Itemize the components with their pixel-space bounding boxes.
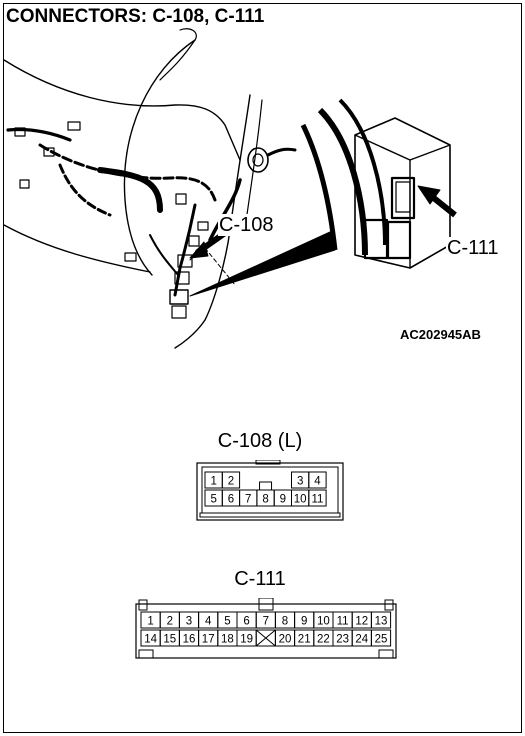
pin-number: 5 — [210, 494, 216, 506]
harness-left — [6, 127, 72, 142]
pin-number: 12 — [355, 616, 368, 628]
pin-number: 14 — [144, 634, 157, 646]
callout-c108: C-108 — [218, 214, 275, 236]
pin-number: 7 — [263, 616, 269, 628]
c108-connector-title: C-108 (L) — [217, 430, 303, 452]
pin-number: 9 — [301, 616, 307, 628]
pin-number: 18 — [221, 634, 234, 646]
pin-number: 4 — [205, 616, 212, 628]
pin-number: 7 — [245, 494, 251, 506]
pin-number: 13 — [375, 616, 388, 628]
diagram-frame — [3, 3, 522, 733]
c108-latch — [259, 481, 273, 491]
pin-number: 17 — [202, 634, 215, 646]
pin-number: 6 — [243, 616, 249, 628]
pin-number: 3 — [297, 476, 303, 488]
grommet — [247, 147, 269, 173]
c108-pin-4 — [308, 471, 327, 489]
pin-number: 8 — [262, 494, 268, 506]
harness-down — [173, 203, 197, 297]
c108-pin-11 — [308, 489, 327, 507]
pin-number: 6 — [228, 494, 234, 506]
main-harness — [38, 143, 217, 202]
callout-c111: C-111 — [446, 237, 500, 259]
pin-number: 11 — [311, 494, 323, 506]
page-title: CONNECTORS: C-108, C-111 — [6, 6, 265, 27]
pin-number: 10 — [294, 494, 307, 506]
pin-number: 25 — [375, 634, 388, 646]
pillar-line — [174, 94, 251, 349]
blank-cavity-cross — [255, 629, 276, 647]
pin-number: 9 — [280, 494, 286, 506]
harness-branch — [58, 163, 112, 217]
c111-connector-title: C-111 — [234, 568, 286, 590]
pin-number: 11 — [337, 616, 349, 628]
pin-number: 1 — [147, 616, 153, 628]
pin-number: 22 — [317, 634, 330, 646]
panel-top-curve — [159, 28, 197, 81]
pin-number: 23 — [336, 634, 349, 646]
pin-number: 16 — [183, 634, 196, 646]
pin-number: 20 — [279, 634, 292, 646]
harness-right — [208, 178, 242, 242]
c111-pin-13 — [370, 611, 392, 629]
pin-number: 15 — [163, 634, 176, 646]
pin-number: 4 — [314, 476, 321, 488]
panel-curve — [123, 39, 196, 276]
pin-number: 10 — [317, 616, 330, 628]
pin-number: 5 — [224, 616, 230, 628]
pin-number: 19 — [240, 634, 253, 646]
pin-number: 8 — [282, 616, 288, 628]
panel-outline — [3, 59, 241, 161]
pin-number: 2 — [228, 476, 234, 488]
panel-bottom-edge — [3, 224, 151, 273]
harness-branch-2 — [97, 167, 163, 213]
harness-illustration — [3, 28, 457, 349]
pin-number: 21 — [298, 634, 311, 646]
c111-pin-25 — [370, 629, 392, 647]
harness-lower — [149, 234, 179, 276]
reference-code: AC202945AB — [400, 327, 481, 342]
c108-pin-2 — [221, 471, 241, 489]
pin-number: 1 — [210, 476, 216, 488]
pin-number: 2 — [167, 616, 173, 628]
pin-number: 24 — [355, 634, 368, 646]
pin-number: 3 — [186, 616, 192, 628]
